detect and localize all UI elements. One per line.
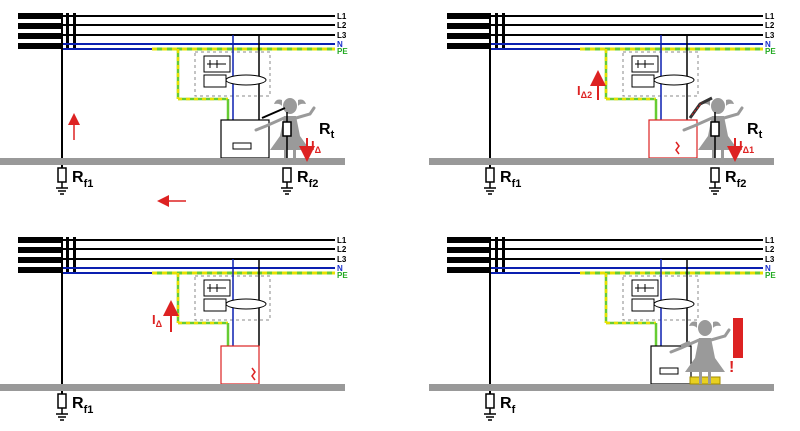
- rf1-label: Rf1: [72, 169, 93, 190]
- rcd-icon: [203, 55, 231, 73]
- earth-icon: [483, 407, 497, 421]
- warning-mark: !: [729, 359, 734, 376]
- label-l3: L3: [765, 255, 775, 264]
- earth-icon: [708, 181, 722, 195]
- label-l3: L3: [337, 255, 347, 264]
- current-label: IΔ: [152, 312, 163, 329]
- label-l3: L3: [337, 31, 347, 40]
- label-pe: PE: [765, 271, 776, 280]
- rf1-label: Rf1: [500, 169, 521, 190]
- ground: [429, 384, 774, 391]
- earth-icon: [483, 181, 497, 195]
- relay-icon: [631, 74, 655, 88]
- rf1-resistor: [57, 167, 67, 183]
- rt-label: Rt: [319, 121, 335, 141]
- label-pe: PE: [765, 47, 776, 56]
- panel-top-left: L1 L2 L3 N PE Rt IΔ Rf1 Rf2: [0, 12, 348, 207]
- rt-label: Rt: [747, 121, 763, 141]
- rf2-resistor: [282, 167, 292, 183]
- label-n: N: [337, 264, 343, 273]
- rcd-icon: [631, 55, 659, 73]
- warning-icon: [733, 318, 743, 358]
- ground: [0, 158, 345, 165]
- current-transformer-icon: [653, 74, 695, 86]
- relay-icon: [203, 74, 227, 88]
- rcd-icon: [631, 279, 659, 297]
- rf1-resistor: [57, 393, 67, 409]
- label-l3: L3: [765, 31, 775, 40]
- panel-top-right: L1 L2 L3 N PE Rt IΔ1 IΔ2 Rf1 Rf2: [429, 12, 776, 195]
- label-l1: L1: [337, 12, 347, 21]
- label-pe: PE: [337, 47, 348, 56]
- label-l2: L2: [765, 245, 775, 254]
- label-pe: PE: [337, 271, 348, 280]
- panel-bottom-right: L1 L2 L3 N PE ! Rf: [429, 236, 776, 421]
- current-label-right: IΔ1: [739, 138, 754, 155]
- current-label-left: IΔ2: [577, 83, 592, 100]
- rf2-label: Rf2: [725, 169, 746, 190]
- rf1-resistor: [485, 167, 495, 183]
- label-n: N: [337, 40, 343, 49]
- rt-resistor: [710, 121, 720, 137]
- rt-resistor: [282, 121, 292, 137]
- label-n: N: [765, 264, 771, 273]
- panel-bottom-left: L1 L2 L3 N PE IΔ Rf1: [0, 236, 348, 421]
- ground: [429, 158, 774, 165]
- earth-icon: [55, 181, 69, 195]
- label-l1: L1: [765, 236, 775, 245]
- current-transformer-icon: [653, 298, 695, 310]
- earth-icon: [280, 181, 294, 195]
- rf-label: Rf: [500, 395, 516, 416]
- relay-icon: [203, 298, 227, 312]
- current-transformer-icon: [225, 74, 267, 86]
- label-l2: L2: [765, 21, 775, 30]
- rf2-label: Rf2: [297, 169, 318, 190]
- label-l1: L1: [765, 12, 775, 21]
- rcd-icon: [203, 279, 231, 297]
- fault-path: [688, 96, 713, 119]
- label-n: N: [765, 40, 771, 49]
- rf2-resistor: [710, 167, 720, 183]
- relay-icon: [631, 298, 655, 312]
- ground: [0, 384, 345, 391]
- rf-resistor: [485, 393, 495, 409]
- current-transformer-icon: [225, 298, 267, 310]
- rf1-label: Rf1: [72, 395, 93, 416]
- insulating-mat: [689, 376, 721, 385]
- label-l2: L2: [337, 21, 347, 30]
- earth-icon: [55, 407, 69, 421]
- label-l2: L2: [337, 245, 347, 254]
- appliance-box: [648, 119, 698, 159]
- label-l1: L1: [337, 236, 347, 245]
- current-label: IΔ: [311, 138, 322, 155]
- appliance-box: [220, 119, 270, 159]
